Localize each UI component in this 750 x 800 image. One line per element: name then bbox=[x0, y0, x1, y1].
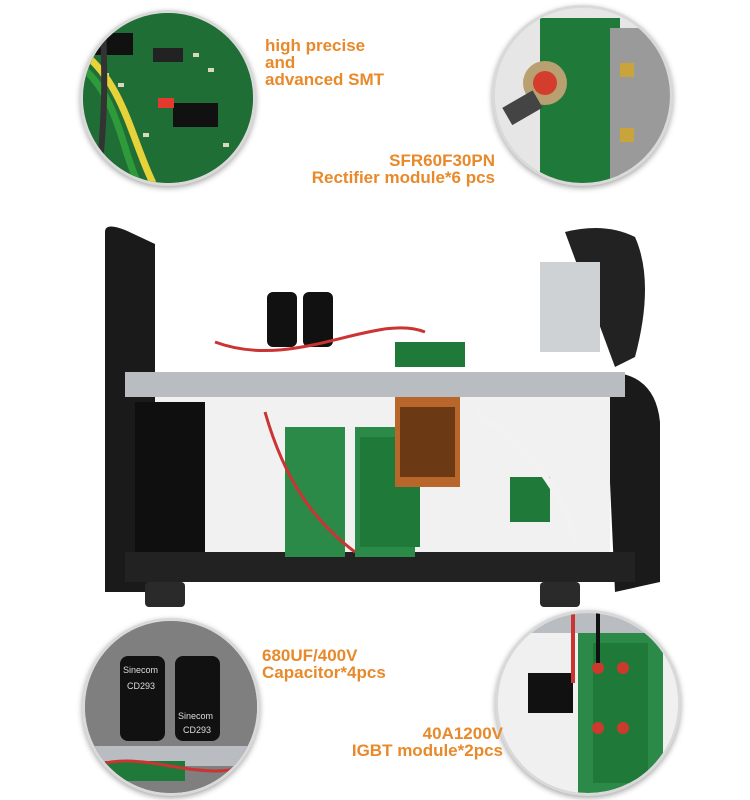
smt-line-3: advanced SMT bbox=[265, 70, 385, 89]
igbt-closeup-photo bbox=[495, 610, 681, 796]
rectifier-line-2: Rectifier module*6 pcs bbox=[311, 168, 495, 187]
smt-line-2: and bbox=[265, 53, 296, 72]
capacitor-brand-1: Sinecom bbox=[123, 665, 158, 675]
igbt-line-1: 40A1200V bbox=[422, 724, 503, 743]
capacitor-model-2: CD293 bbox=[183, 725, 211, 735]
igbt-line-2: IGBT module*2pcs bbox=[351, 741, 503, 760]
igbt-label: 40A1200V IGBT module*2pcs bbox=[300, 725, 503, 759]
smt-label: high precise and advanced SMT bbox=[265, 37, 384, 88]
capacitor-label: 680UF/400V Capacitor*4pcs bbox=[262, 647, 386, 681]
rectifier-label: SFR60F30PN Rectifier module*6 pcs bbox=[300, 152, 495, 186]
capacitor-brand-2: Sinecom bbox=[178, 711, 213, 721]
welder-internal-photo bbox=[105, 226, 660, 607]
capacitor-line-1: 680UF/400V bbox=[262, 646, 358, 665]
smt-closeup-photo bbox=[80, 10, 256, 186]
smt-line-1: high precise bbox=[265, 36, 366, 55]
capacitor-line-2: Capacitor*4pcs bbox=[262, 663, 386, 682]
capacitor-closeup-photo: Sinecom CD293 Sinecom CD293 bbox=[82, 618, 260, 796]
capacitor-model-1: CD293 bbox=[127, 681, 155, 691]
rectifier-line-1: SFR60F30PN bbox=[389, 151, 495, 170]
rectifier-closeup-photo bbox=[492, 5, 673, 186]
